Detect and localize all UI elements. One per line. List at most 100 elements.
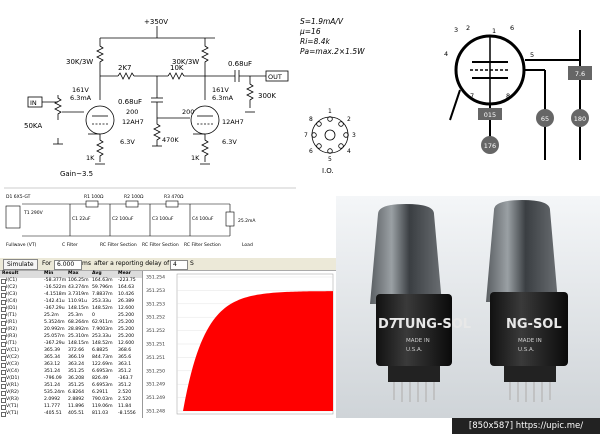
row-checkbox[interactable] bbox=[1, 411, 6, 417]
heater2-label: 6.3V bbox=[222, 138, 237, 146]
row-checkbox[interactable] bbox=[1, 369, 6, 375]
table-cell: 535.24m bbox=[44, 389, 65, 395]
table-cell: -142.41u bbox=[44, 298, 65, 304]
plot-y-tick: 351.253 bbox=[146, 301, 165, 307]
row-checkbox[interactable] bbox=[1, 327, 6, 333]
simulate-button[interactable]: Simulate bbox=[3, 259, 38, 270]
load-resistor-left-label: 30K/3W bbox=[66, 58, 93, 66]
heater1-label: 6.3V bbox=[120, 138, 135, 146]
row-checkbox[interactable] bbox=[1, 341, 6, 347]
table-cell: 6.2911 bbox=[92, 389, 109, 395]
table-cell: 25.200 bbox=[118, 312, 135, 318]
table-cell: 5.3524m bbox=[44, 319, 65, 325]
row-checkbox[interactable] bbox=[1, 376, 6, 382]
row-checkbox[interactable] bbox=[1, 362, 6, 368]
psu-section-fullwave: Fullwave (VT) bbox=[6, 242, 37, 248]
table-cell: V(R3) bbox=[6, 396, 19, 402]
table-cell: 826.49 bbox=[92, 375, 109, 381]
table-cell: 7.9003m bbox=[92, 326, 113, 332]
row-checkbox[interactable] bbox=[1, 285, 6, 291]
socket-pin-2: 2 bbox=[347, 116, 351, 123]
plot-y-tick: 351.253 bbox=[146, 288, 165, 294]
psu-c2-label: C2 100uF bbox=[112, 216, 134, 222]
col-avg: Avg bbox=[92, 271, 102, 276]
spec-ri: Ri=8.4k bbox=[300, 37, 331, 46]
duration-input[interactable]: 6.000 bbox=[54, 260, 82, 270]
pinout-drawing: 7.6 65 180 176 015 1 2 3 4 5 6 7 8 bbox=[444, 24, 592, 160]
pinout-pin-6: 6 bbox=[510, 24, 514, 32]
table-cell: 59.796m bbox=[92, 284, 113, 290]
row-checkbox[interactable] bbox=[1, 348, 6, 354]
plot-y-tick: 351.249 bbox=[146, 382, 165, 388]
row-checkbox[interactable] bbox=[1, 397, 6, 403]
row-checkbox[interactable] bbox=[1, 390, 6, 396]
delay-input[interactable]: 4 bbox=[170, 260, 188, 270]
tube-photo: D7 TUNG-SOL NG-SOL MADE IN U.S.A. MADE I… bbox=[336, 196, 600, 418]
table-cell: 25.3m bbox=[68, 312, 83, 318]
socket-pin-5: 5 bbox=[328, 156, 332, 163]
plot-y-tick: 351.251 bbox=[146, 355, 165, 361]
tube1-plate-current: 6.3mA bbox=[70, 94, 92, 102]
socket-pin-6: 6 bbox=[309, 148, 313, 155]
table-cell: -367.29u bbox=[44, 305, 65, 311]
row-checkbox[interactable] bbox=[1, 313, 6, 319]
row-checkbox[interactable] bbox=[1, 292, 6, 298]
spec-pa: Pa=max.2×1.5W bbox=[300, 47, 365, 56]
resistor-470k-label: 470K bbox=[162, 136, 179, 144]
psu-section-rc3: RC Filter Section bbox=[184, 242, 221, 248]
table-cell: 25.310m bbox=[68, 333, 89, 339]
table-cell: 12.600 bbox=[118, 340, 135, 346]
table-cell: 25.200 bbox=[118, 326, 135, 332]
psu-section-load: Load bbox=[242, 242, 253, 248]
row-checkbox[interactable] bbox=[1, 355, 6, 361]
table-cell: 363.24 bbox=[68, 361, 85, 367]
input-terminal bbox=[27, 96, 43, 108]
row-checkbox[interactable] bbox=[1, 299, 6, 305]
table-cell: 366.19 bbox=[68, 354, 85, 360]
schematic-drawing: +350V 30K/3W 30K/3W 2K7 10K 0.68uF OUT 3… bbox=[24, 18, 289, 178]
table-cell: 7.8837m bbox=[92, 291, 113, 297]
image-credit[interactable]: [850x587] https://upic.me/ bbox=[452, 418, 600, 434]
table-cell: 106.25m bbox=[68, 277, 89, 283]
table-cell: 6.6953m bbox=[92, 368, 113, 374]
row-checkbox[interactable] bbox=[1, 278, 6, 284]
row-checkbox[interactable] bbox=[1, 404, 6, 410]
row-checkbox[interactable] bbox=[1, 306, 6, 312]
left-tube-country: U.S.A. bbox=[406, 347, 423, 353]
row-checkbox[interactable] bbox=[1, 383, 6, 389]
row-checkbox[interactable] bbox=[1, 334, 6, 340]
col-min: Min bbox=[44, 271, 54, 276]
table-cell: 68.264m bbox=[68, 319, 89, 325]
gain-label: Gain~3.5 bbox=[60, 170, 93, 178]
table-cell: -58.377m bbox=[44, 277, 67, 283]
psu-r1-label: R1 100Ω bbox=[84, 194, 104, 200]
table-cell: 2.8892 bbox=[68, 396, 85, 402]
amplifier-schematic: +350V 30K/3W 30K/3W 2K7 10K 0.68uF OUT 3… bbox=[0, 0, 300, 182]
table-cell: -16.522m bbox=[44, 284, 67, 290]
footer-bar: [850x587] https://upic.me/ bbox=[0, 418, 600, 434]
plot-y-tick: 351.250 bbox=[146, 368, 165, 374]
row-checkbox[interactable] bbox=[1, 320, 6, 326]
pin-voltage-176: 176 bbox=[484, 142, 496, 150]
